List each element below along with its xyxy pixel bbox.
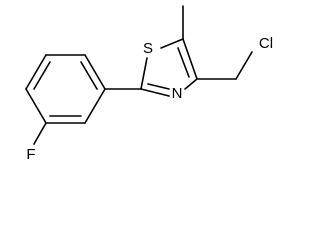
bond-c5-c4-inner: [177, 47, 190, 78]
bond-ar3-ar4: [25, 88, 47, 124]
bond-c2-s: [140, 57, 148, 90]
bond-ar4-ar5-inner: [33, 61, 51, 90]
bond-ar1-ar2: [84, 88, 106, 124]
atom-chlorine: Cl: [259, 35, 273, 52]
bond-c5-c4: [182, 38, 198, 80]
molecule-drawing: S N F Cl: [25, 5, 273, 163]
bond-ar6-ar1: [84, 54, 106, 90]
bond-s-c5: [160, 38, 184, 49]
bond-ar4-ar5: [25, 54, 47, 90]
atom-nitrogen: N: [172, 85, 183, 102]
bond-ar6-ar1-inner: [80, 61, 98, 90]
bond-n-c2-inner: [147, 83, 170, 90]
bond-n-c2: [140, 88, 170, 97]
atom-fluorine: F: [26, 146, 35, 163]
bond-ar-f: [33, 122, 47, 145]
bond-c4-n: [184, 78, 198, 90]
structure-diagram: S N F Cl: [25, 5, 273, 163]
atom-sulfur: S: [143, 40, 153, 57]
bond-ch2-cl: [235, 51, 253, 80]
